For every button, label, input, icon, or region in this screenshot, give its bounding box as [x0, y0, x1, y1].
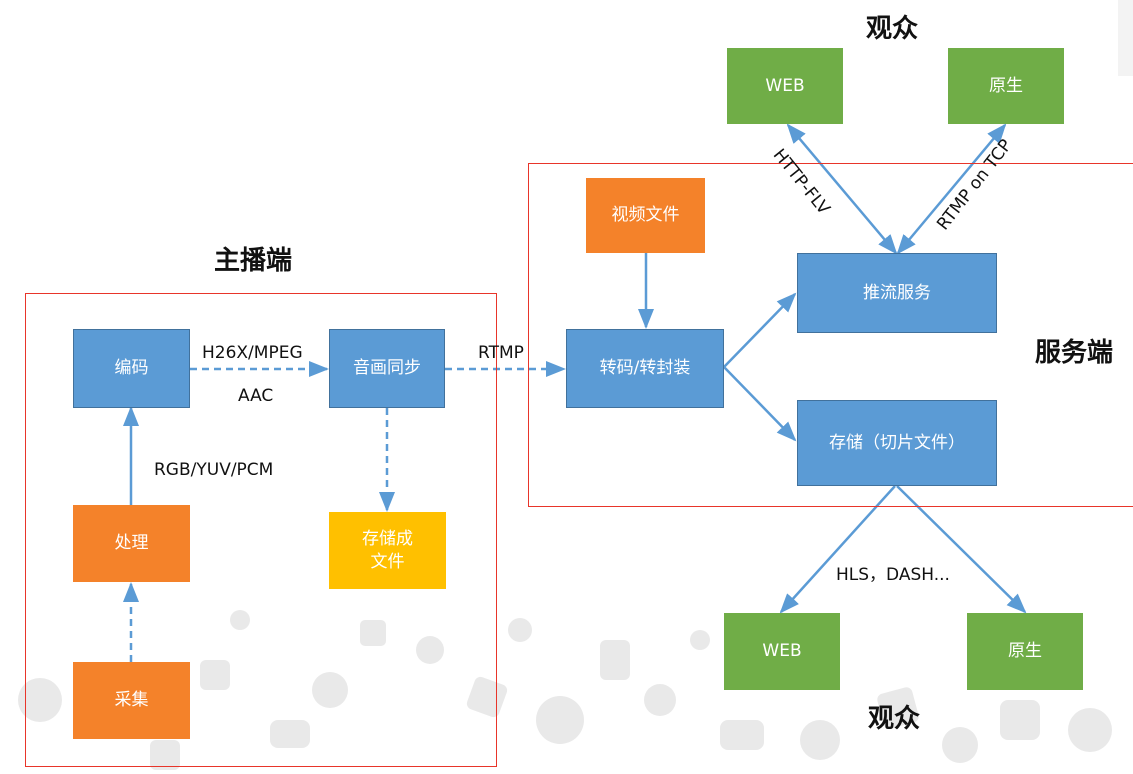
arrow-push-to-native-top	[896, 123, 1007, 255]
save-file-node: 存储成 文件	[329, 512, 446, 589]
label-raw-formats: RGB/YUV/PCM	[154, 460, 274, 480]
label-hls-dash: HLS，DASH...	[836, 565, 950, 585]
process-node: 处理	[73, 505, 190, 582]
video-file-node: 视频文件	[586, 178, 705, 253]
capture-node: 采集	[73, 662, 190, 739]
label-codec-video: H26X/MPEG	[202, 343, 303, 363]
arrow-transcode-to-push	[723, 292, 797, 368]
encode-node: 编码	[73, 329, 190, 408]
label-rtmp: RTMP	[478, 343, 524, 363]
server-region	[528, 163, 1133, 507]
arrow-push-to-web-top	[786, 123, 898, 255]
arrow-storage-to-native-bottom	[896, 485, 1027, 614]
server-title: 服务端	[1035, 338, 1114, 368]
broadcaster-title: 主播端	[214, 246, 293, 276]
arrow-storage-to-web-bottom	[779, 485, 896, 614]
web-bottom-node: WEB	[724, 613, 840, 690]
av-sync-node: 音画同步	[329, 329, 445, 408]
arrow-transcode-to-storage	[723, 366, 797, 442]
label-codec-audio: AAC	[238, 386, 274, 406]
web-top-node: WEB	[727, 48, 843, 124]
broadcaster-region	[25, 293, 497, 767]
edge-strip	[1118, 0, 1133, 76]
push-service-node: 推流服务	[797, 253, 997, 333]
native-top-node: 原生	[948, 48, 1064, 124]
native-bottom-node: 原生	[967, 613, 1083, 690]
audience-bottom-title: 观众	[868, 704, 921, 734]
audience-top-title: 观众	[866, 14, 919, 44]
storage-node: 存储（切片文件）	[797, 400, 997, 486]
transcode-node: 转码/转封装	[566, 329, 724, 408]
